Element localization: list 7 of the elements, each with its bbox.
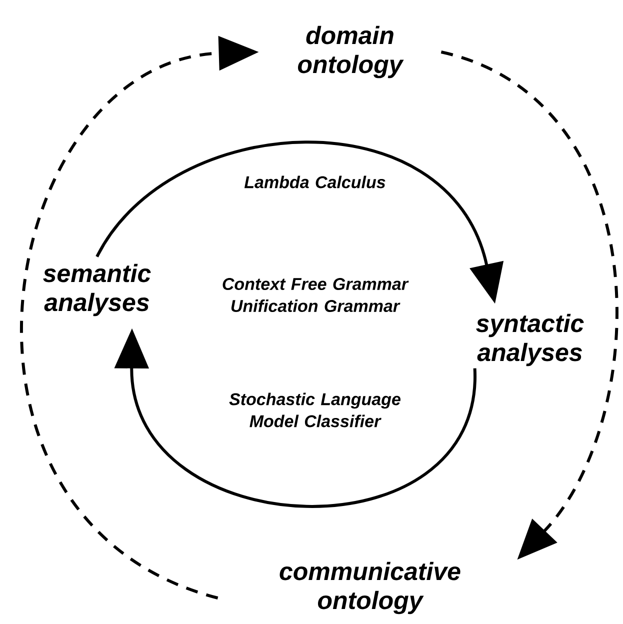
node-label: semantic analyses — [43, 264, 151, 316]
node-label: syntactic analyses — [476, 314, 584, 366]
edge-label: Lambda Calculus — [244, 176, 386, 188]
node-label: communicative ontology — [280, 562, 460, 614]
center-label: Context Free Grammar Unification Grammar — [222, 278, 409, 312]
node-label: domain ontology — [298, 26, 404, 78]
edge-label: Stochastic Language Model Classifier — [229, 392, 400, 428]
